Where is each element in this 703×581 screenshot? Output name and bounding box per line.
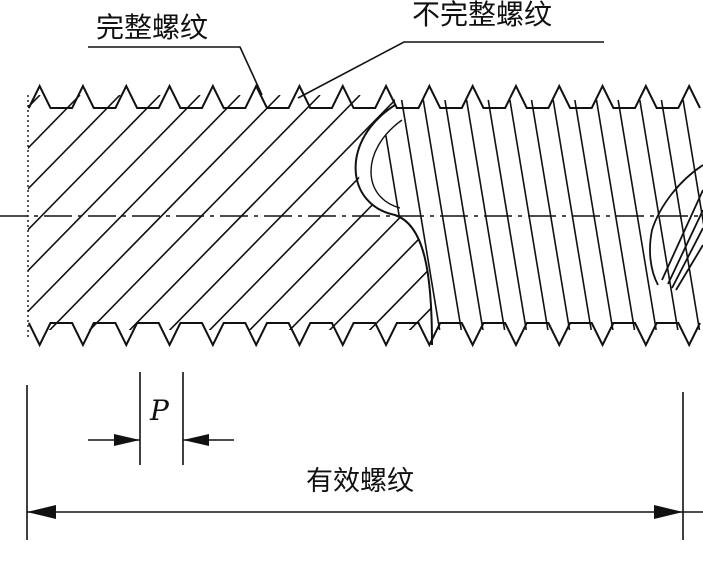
helix-line <box>552 99 592 330</box>
hatch-line <box>79 95 321 330</box>
thread-helix-lines <box>379 99 703 330</box>
break-boundary-curve <box>354 104 433 346</box>
hatch-line <box>159 95 401 330</box>
label-effective-thread: 有效螺纹 <box>306 466 414 497</box>
right-runout <box>649 164 703 291</box>
label-pitch: P <box>149 394 170 427</box>
helix-line <box>487 99 528 330</box>
helix-line <box>574 99 614 330</box>
hatch-line <box>440 95 680 340</box>
leader-incomplete-thread <box>297 41 604 99</box>
hatch-line <box>239 95 432 330</box>
helix-line <box>422 99 463 330</box>
section-hatching <box>28 95 703 340</box>
hatch-line <box>28 95 201 330</box>
pitch-dimension <box>88 372 234 465</box>
hatch-line <box>359 95 432 330</box>
hatch-line <box>28 95 241 330</box>
hatch-line <box>199 95 432 330</box>
hatch-line <box>39 95 281 330</box>
label-complete-thread: 完整螺纹 <box>96 11 208 44</box>
helix-line <box>660 99 701 330</box>
helix-line <box>682 99 703 330</box>
effective-thread-dimension <box>26 385 703 540</box>
hatch-line <box>480 95 703 340</box>
hatch-line <box>28 95 81 330</box>
helix-line <box>400 99 441 330</box>
hatch-line <box>319 95 432 330</box>
bottom-thread-profile <box>27 322 701 348</box>
hatch-line <box>119 95 361 330</box>
helix-line <box>617 99 657 330</box>
hatch-line <box>28 95 41 330</box>
helix-line <box>444 99 484 330</box>
break-boundary-inner <box>370 119 403 209</box>
hatch-line <box>28 95 161 330</box>
helix-line <box>509 99 549 330</box>
leader-complete-thread <box>88 46 263 96</box>
hatch-line <box>28 95 121 330</box>
helix-line <box>595 99 636 330</box>
top-thread-profile <box>27 83 701 109</box>
helix-line <box>465 99 506 330</box>
helix-line <box>530 99 571 330</box>
label-incomplete-thread: 不完整螺纹 <box>412 0 552 31</box>
